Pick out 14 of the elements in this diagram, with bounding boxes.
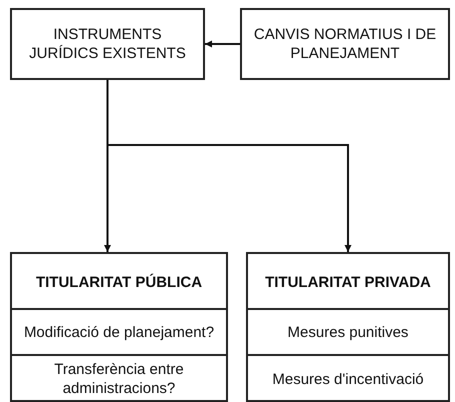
panel-heading: TITULARITAT PRIVADA [264, 272, 432, 292]
box-label: Modificació de planejament? [22, 322, 216, 342]
arrow [106, 80, 352, 252]
box-label: Mesures punitives [286, 322, 410, 342]
arrow [205, 40, 240, 48]
box-label: CANVIS NORMATIUS I DE PLANEJAMENT [252, 25, 438, 63]
box-label: Transferència entre administracions? [53, 360, 185, 398]
category-panel [10, 252, 228, 402]
process-box [10, 8, 205, 80]
category-panel [246, 252, 450, 402]
process-box [240, 8, 450, 80]
panel-heading: TITULARITAT PÚBLICA [34, 272, 204, 292]
box-label: INSTRUMENTS JURÍDICS EXISTENTS [28, 25, 187, 63]
box-label: Mesures d'incentivació [271, 370, 425, 388]
